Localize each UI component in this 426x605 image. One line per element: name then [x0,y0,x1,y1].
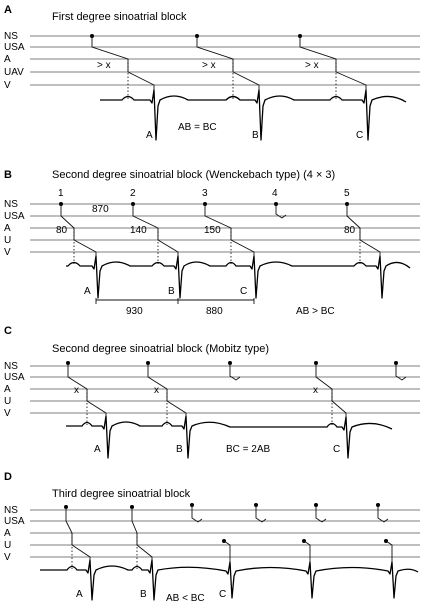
panel-d-ecg-trace [40,559,419,601]
row-label-uav: UAV [4,67,24,78]
panel-b-impulse-1: 1 [58,188,64,199]
row-label-usa: USA [4,211,25,222]
panel-a-relation: AB = BC [178,122,217,133]
panel-c-delay-3: x [313,385,318,396]
row-label-u: U [4,396,11,407]
panel-c-row-labels: NS USA A U V [4,361,25,419]
panel-c-beat-a: A [94,444,101,455]
panel-c: C Second degree sinoatrial block (Mobitz… [4,325,420,459]
panel-b: B Second degree sinoatrial block (Wencke… [4,169,420,317]
panel-d-conduction [64,503,393,569]
panel-a-beat-b: B [252,130,259,141]
panel-c-ecg-trace [66,415,393,459]
row-label-u: U [4,235,11,246]
panel-d-row-lines [30,509,420,558]
panel-d-title: Third degree sinoatrial block [52,488,191,500]
panel-c-beat-c: C [333,444,340,455]
panel-b-delay-1: 80 [56,225,68,236]
panel-b-beat-c: C [240,286,247,297]
row-label-u: U [4,540,11,551]
row-label-a: A [4,223,11,234]
panel-b-interval-bracket [95,298,255,304]
panel-c-row-lines [30,365,420,414]
panel-c-letter: C [4,325,12,337]
panel-d: D Third degree sinoatrial block NS USA A… [4,471,420,604]
panel-b-title: Second degree sinoatrial block (Wenckeba… [52,169,335,181]
panel-a-row-lines [30,35,420,86]
row-label-ns: NS [4,505,18,516]
panel-c-delay-2: x [154,385,159,396]
panel-a-beat-a: A [146,130,153,141]
panel-b-impulse-2: 2 [130,188,136,199]
row-label-ns: NS [4,31,18,42]
panel-b-row-labels: NS USA A U V [4,199,25,258]
panel-a-conduction [90,34,367,100]
panel-c-title: Second degree sinoatrial block (Mobitz t… [52,343,269,355]
panel-d-beat-b: B [140,589,147,600]
panel-a-beat-c: C [356,130,363,141]
row-label-ns: NS [4,361,18,372]
panel-b-interval-1: 930 [126,306,143,317]
panel-b-delay-4: 80 [344,225,356,236]
row-label-usa: USA [4,372,25,383]
panel-a-row-labels: NS USA A UAV V [4,31,25,91]
panel-b-conduction [59,202,381,264]
panel-c-conduction [66,361,407,425]
row-label-v: V [4,247,11,258]
panel-b-impulse-4: 4 [272,188,278,199]
panel-c-relation: BC = 2AB [226,444,271,455]
panel-b-delay-2: 140 [130,225,147,236]
row-label-usa: USA [4,516,25,527]
panel-c-delay-1: x [74,385,79,396]
panel-b-impulse-5: 5 [344,188,350,199]
panel-d-relation: AB < BC [166,593,205,604]
row-label-v: V [4,552,11,563]
panel-b-delay-3: 150 [204,225,221,236]
panel-b-beat-b: B [168,286,175,297]
panel-a-ecg-trace [100,89,407,141]
panel-a-delay-label-2: > x [202,60,216,71]
panel-a-delay-label-1: > x [97,60,111,71]
panel-b-ecg-trace [66,255,411,299]
row-label-a: A [4,54,11,65]
row-label-ns: NS [4,199,18,210]
panel-b-interval-top: 870 [92,204,109,215]
panel-d-beat-c: C [219,589,226,600]
panel-a-delay-label-3: > x [305,60,319,71]
panel-b-beat-a: A [84,286,91,297]
panel-b-relation: AB > BC [296,306,335,317]
panel-c-beat-b: B [176,444,183,455]
panel-b-interval-2: 880 [206,306,223,317]
row-label-v: V [4,408,11,419]
panel-a-title: First degree sinoatrial block [52,11,187,23]
panel-d-row-labels: NS USA A U V [4,505,25,563]
row-label-usa: USA [4,42,25,53]
panel-b-letter: B [4,169,12,181]
panel-b-row-lines [30,203,420,253]
panel-a-letter: A [4,4,12,16]
panel-d-beat-a: A [76,589,83,600]
row-label-v: V [4,80,11,91]
panel-b-impulse-3: 3 [202,188,208,199]
row-label-a: A [4,384,11,395]
row-label-a: A [4,528,11,539]
panel-d-letter: D [4,471,12,483]
panel-a: A First degree sinoatrial block NS USA A… [4,4,420,141]
